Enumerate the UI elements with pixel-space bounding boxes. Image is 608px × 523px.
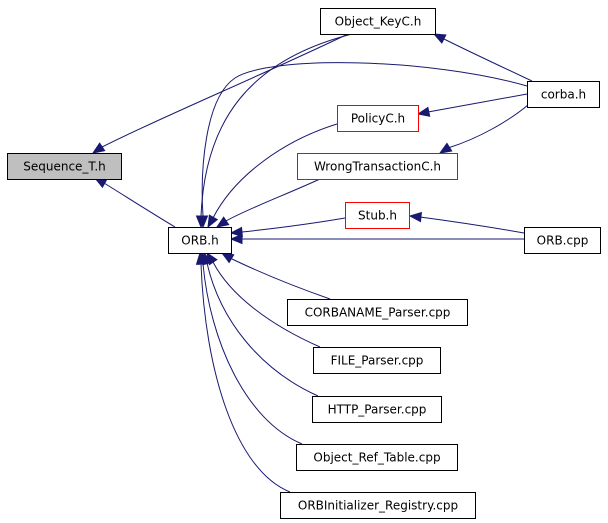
node-file-parser-cpp[interactable]: FILE_Parser.cpp (313, 347, 441, 374)
node-box (287, 299, 468, 326)
edge-line (427, 93, 528, 113)
node-box (280, 492, 476, 519)
node-label: HTTP_Parser.cpp (328, 403, 427, 417)
arrowhead-icon (229, 233, 243, 245)
arrowhead-icon (408, 211, 422, 223)
edge-corba_h-to-policyc_h (416, 93, 528, 117)
edge-orb_h-to-sequence_t_h (93, 177, 176, 228)
edge-line (212, 123, 338, 219)
node-box (337, 105, 419, 132)
node-label: ORB.h (181, 234, 218, 248)
node-corbaname-parser-cpp[interactable]: CORBANAME_Parser.cpp (287, 299, 468, 326)
node-box (527, 81, 600, 108)
node-box (296, 444, 458, 471)
node-orb-cpp[interactable]: ORB.cpp (524, 227, 601, 254)
edge-line (206, 262, 319, 397)
node-object-ref-table-cpp[interactable]: Object_Ref_Table.cpp (296, 444, 458, 471)
arrowhead-icon (229, 226, 243, 238)
arrowhead-icon (195, 215, 207, 229)
arrowhead-icon (438, 142, 453, 154)
edge-object_keyc_h-to-orb_h (195, 33, 353, 229)
node-http-parser-cpp[interactable]: HTTP_Parser.cpp (312, 396, 442, 423)
node-box (320, 8, 436, 35)
edge-policyc_h-to-orb_h (207, 123, 338, 229)
node-box (312, 396, 442, 423)
node-label: Object_Ref_Table.cpp (313, 451, 440, 465)
edge-corbaname_parser_cpp-to-orb_h (220, 252, 331, 300)
node-object-keyc-h[interactable]: Object_KeyC.h (320, 8, 436, 35)
edge-line (447, 104, 529, 149)
node-box (345, 202, 410, 229)
node-box (297, 153, 458, 180)
edge-corba_h-to-object_keyc_h (432, 33, 533, 82)
node-box (313, 347, 441, 374)
edge-line (202, 263, 303, 445)
arrowhead-icon (195, 251, 207, 265)
edge-orb_cpp-to-stub_h (408, 211, 525, 234)
edge-line (225, 178, 321, 222)
node-label: ORBInitializer_Registry.cpp (298, 499, 458, 513)
edge-object_keyc_h-to-sequence_t_h (91, 33, 349, 154)
edge-line (201, 62, 528, 217)
edge-object_ref_table_cpp-to-orb_h (197, 251, 303, 445)
node-wrongtransactionc-h[interactable]: WrongTransactionC.h (297, 153, 458, 180)
arrowhead-icon (215, 216, 230, 228)
edge-wrongtransactionc_h-to-orb_h (215, 178, 321, 228)
node-label: FILE_Parser.cpp (331, 354, 424, 368)
edge-line (241, 217, 346, 233)
node-label: Stub.h (358, 209, 397, 223)
node-policyc-h[interactable]: PolicyC.h (337, 105, 419, 132)
arrowhead-icon (91, 142, 106, 154)
node-label: Object_KeyC.h (335, 15, 422, 29)
edge-line (200, 263, 291, 493)
edge-stub_h-to-orb_h (229, 217, 346, 238)
edge-line (101, 33, 349, 148)
node-label: ORB.cpp (537, 234, 589, 248)
node-orbinitializer-registry-cpp[interactable]: ORBInitializer_Registry.cpp (280, 492, 476, 519)
edge-line (212, 261, 321, 348)
node-label: CORBANAME_Parser.cpp (305, 306, 451, 320)
edge-line (103, 182, 176, 228)
edge-line (231, 258, 331, 300)
node-box (7, 153, 122, 180)
nodes-layer: Sequence_T.h Object_KeyC.h corba.hPolicyC.… (7, 8, 601, 519)
node-orb-h[interactable]: ORB.h (168, 227, 232, 254)
node-stub-h[interactable]: Stub.h (345, 202, 410, 229)
node-label: PolicyC.h (351, 112, 405, 126)
node-box (168, 227, 232, 254)
arrowhead-icon (416, 106, 431, 117)
edge-corba_h-to-wrongtransactionc_h (438, 104, 529, 154)
node-label: Sequence_T.h (23, 160, 106, 174)
edges-layer (91, 33, 533, 493)
edge-line (419, 216, 525, 234)
arrowhead-icon (220, 252, 235, 264)
node-label: WrongTransactionC.h (314, 160, 441, 174)
node-sequence-t-h[interactable]: Sequence_T.h (7, 153, 122, 180)
edge-orb_cpp-to-orb_h (229, 233, 524, 245)
edge-line (443, 38, 533, 82)
edge-line (200, 33, 353, 217)
edge-orbinitializer_registry_cpp-to-orb_h (195, 251, 291, 493)
node-box (524, 227, 601, 254)
arrowhead-icon (207, 214, 219, 229)
node-label: corba.h (541, 88, 586, 102)
node-corba-h[interactable]: corba.h (527, 81, 600, 108)
arrowhead-icon (432, 33, 447, 44)
